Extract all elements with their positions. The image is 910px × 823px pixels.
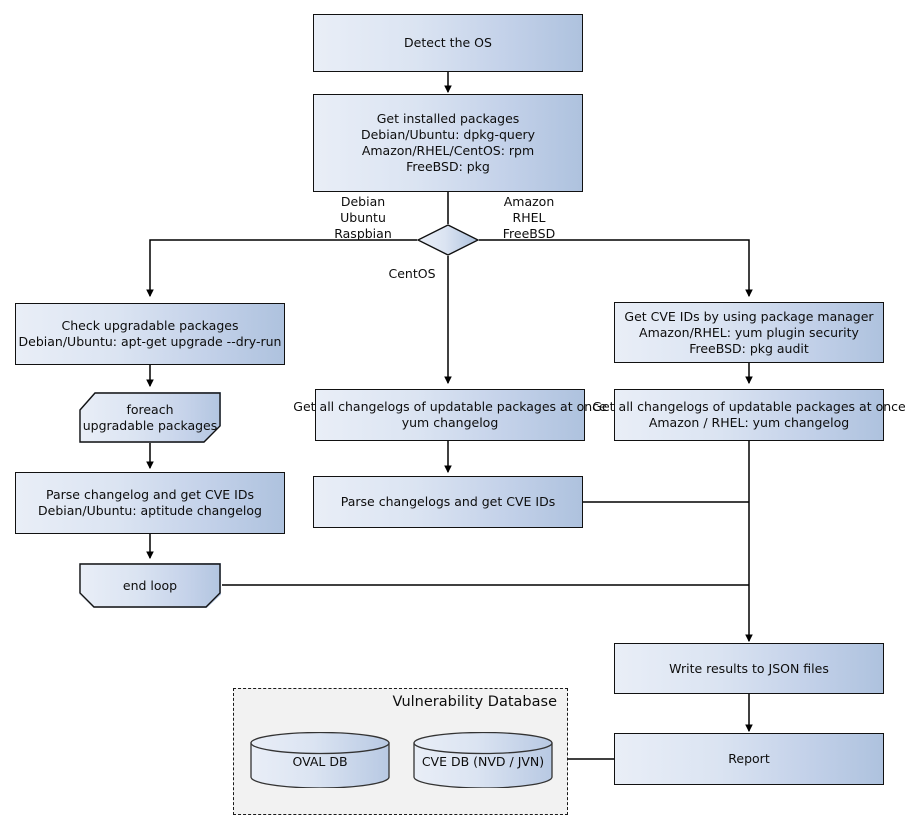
node-line: Amazon/RHEL: yum plugin security (639, 324, 859, 340)
node-label: Write results to JSON files (669, 660, 829, 676)
branch-label-right: Amazon RHEL FreeBSD (484, 194, 574, 242)
diamond-shape (416, 224, 480, 256)
node-line: Debian/Ubuntu: apt-get upgrade --dry-run (18, 334, 282, 349)
node-line: Debian/Ubuntu: dpkg-query (360, 127, 536, 142)
node-label: Detect the OS (404, 35, 492, 50)
branch-line: Amazon (503, 194, 555, 209)
node-line: Get CVE IDs by using package manager (624, 308, 874, 324)
branch-line: Ubuntu (340, 210, 386, 225)
node-label: Check upgradable packages Debian/Ubuntu:… (17, 318, 284, 350)
node-label: Get all changelogs of updatable packages… (291, 399, 608, 431)
node-label: Parse changelogs and get CVE IDs (340, 494, 556, 509)
node-detect-the-os[interactable]: Detect the OS (313, 14, 583, 72)
node-get-changelogs-amazon[interactable]: Get all changelogs of updatable packages… (592, 389, 906, 441)
node-label: foreach upgradable packages (83, 402, 218, 434)
node-parse-changelog-debian[interactable]: Parse changelog and get CVE IDs Debian/U… (15, 472, 285, 534)
branch-line: RHEL (512, 210, 546, 225)
node-label: Parse changelog and get CVE IDs Debian/U… (36, 487, 264, 519)
node-parse-changelogs-centos[interactable]: Parse changelogs and get CVE IDs (313, 476, 583, 528)
node-line: FreeBSD: pkg (406, 159, 490, 174)
db-cve[interactable]: CVE DB (NVD / JVN) (413, 731, 553, 789)
node-line: Get installed packages (376, 111, 520, 126)
node-get-changelogs-centos[interactable]: Get all changelogs of updatable packages… (293, 389, 607, 441)
node-foreach-upgradable-packages[interactable]: foreach upgradable packages (79, 392, 221, 443)
node-line: Debian/Ubuntu: aptitude changelog (38, 503, 262, 518)
edge-decision-left (146, 239, 417, 298)
node-get-cve-ids-package-manager[interactable]: Get CVE IDs by using package manager Ama… (614, 302, 884, 363)
node-line: Check upgradable packages (61, 318, 239, 333)
node-label: Report (728, 751, 770, 766)
node-line: FreeBSD: pkg audit (689, 340, 809, 356)
node-get-installed-packages[interactable]: Get installed packages Debian/Ubuntu: dp… (313, 94, 583, 192)
node-line: Amazon / RHEL: yum changelog (648, 415, 850, 430)
node-report[interactable]: Report (614, 733, 884, 785)
branch-line: Debian (340, 194, 386, 209)
cluster-title: Vulnerability Database (392, 694, 557, 710)
node-os-decision[interactable] (416, 224, 480, 256)
branch-line: Raspbian (334, 226, 392, 241)
branch-line: FreeBSD (502, 226, 556, 241)
branch-line: CentOS (388, 266, 436, 281)
node-line: Amazon/RHEL/CentOS: rpm (361, 143, 535, 158)
node-label: Get CVE IDs by using package manager Ama… (622, 309, 875, 357)
branch-label-bottom: CentOS (380, 266, 444, 282)
node-label: Get installed packages Debian/Ubuntu: dp… (359, 111, 537, 175)
edge-decision-right (479, 239, 753, 298)
node-write-results-json[interactable]: Write results to JSON files (614, 643, 884, 694)
db-oval[interactable]: OVAL DB (250, 731, 390, 789)
node-line: Get all changelogs of updatable packages… (592, 399, 906, 414)
cylinder-shape (250, 731, 390, 789)
node-line: Get all changelogs of updatable packages… (293, 399, 607, 414)
node-line: yum changelog (401, 415, 499, 430)
branch-label-left: Debian Ubuntu Raspbian (318, 194, 408, 242)
node-end-loop[interactable]: end loop (79, 563, 221, 608)
node-label: Get all changelogs of updatable packages… (590, 399, 907, 431)
node-line: Parse changelog and get CVE IDs (46, 487, 254, 502)
cylinder-shape (413, 731, 553, 789)
node-label: end loop (122, 577, 178, 593)
node-line: foreach (126, 401, 174, 417)
node-line: upgradable packages (82, 417, 218, 433)
node-check-upgradable-packages[interactable]: Check upgradable packages Debian/Ubuntu:… (15, 303, 285, 365)
